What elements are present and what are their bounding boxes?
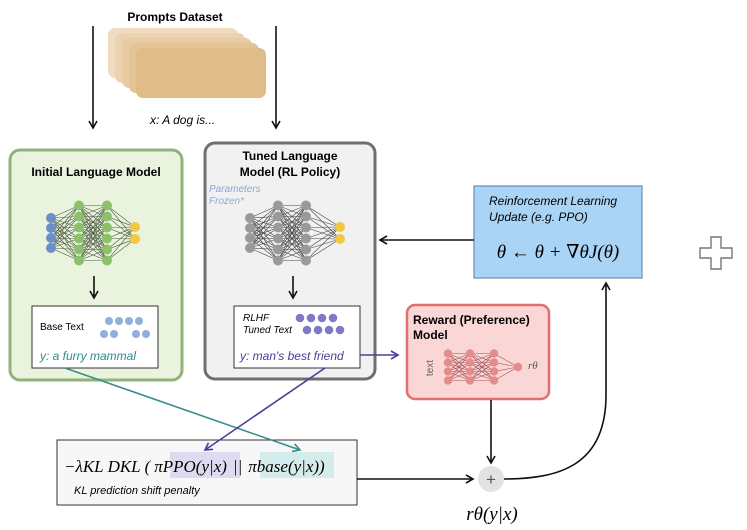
reward-network-icon [443,349,523,385]
initial-network-icon [46,200,140,266]
tuned-language-model: Tuned Language Model (RL Policy) Paramet… [203,141,377,381]
add-icon[interactable] [699,236,733,270]
rl-update-equation: θ ← θ + ∇θJ(θ) [497,242,620,263]
reward-title-line2: Model [413,328,448,342]
initial-language-model: Initial Language Model Base Text y: a fu… [8,148,184,382]
tuned-model-title-line1: Tuned Language [242,149,337,163]
rl-title-line1: Reinforcement Learning [489,194,617,208]
rlhf-label: RLHF [243,313,270,324]
base-text-label: Base Text [40,322,84,333]
prompts-dataset-title: Prompts Dataset [127,10,222,24]
frozen-note-line2: Frozen* [209,196,245,207]
reward-model: Reward (Preference) Model text rθ [405,303,551,401]
reward-title-line1: Reward (Preference) [413,313,530,327]
prompts-stack-icon [108,28,266,98]
reward-output-label: rθ [528,360,538,372]
rl-title-line2: Update (e.g. PPO) [489,210,588,224]
arrow-tuned-output-to-kl [203,367,326,451]
kl-formula: −λKL DKL (πPPO(y|x) || πbase(y|x)) [64,457,325,476]
base-highlight [260,452,334,478]
tuned-output-text: y: man's best friend [239,349,344,363]
frozen-note-line1: Parameters [209,184,261,195]
tuned-network-icon [245,200,345,266]
kl-suffix: ) [318,457,325,476]
base-token-icons [100,317,150,338]
kl-prefix: −λKL DKL ( [64,457,152,476]
initial-output-text: y: a furry mammal [39,349,136,363]
kl-base-term: πbase(y|x) [248,457,319,476]
kl-penalty-box: −λKL DKL (πPPO(y|x) || πbase(y|x)) KL pred… [56,439,358,506]
kl-separator: || [233,457,242,476]
initial-model-title: Initial Language Model [31,165,160,179]
sum-label: rθ(y|x) [466,504,517,525]
rl-update-box: Reinforcement Learning Update (e.g. PPO)… [473,185,643,279]
tuned-token-icons [295,313,345,335]
kl-caption: KL prediction shift penalty [74,485,201,497]
kl-ppo-term: πPPO(y|x) [154,457,227,476]
arrow-sum-to-rl [503,281,611,480]
reward-input-label: text [425,360,436,376]
sum-node [478,466,504,492]
sum-symbol: + [486,470,496,489]
prompt-example: x: A dog is... [149,113,215,127]
tuned-text-label: Tuned Text [243,325,293,336]
tuned-model-title-line2: Model (RL Policy) [240,165,340,179]
ppo-highlight [170,452,240,478]
arrow-initial-output-to-kl [64,367,302,453]
